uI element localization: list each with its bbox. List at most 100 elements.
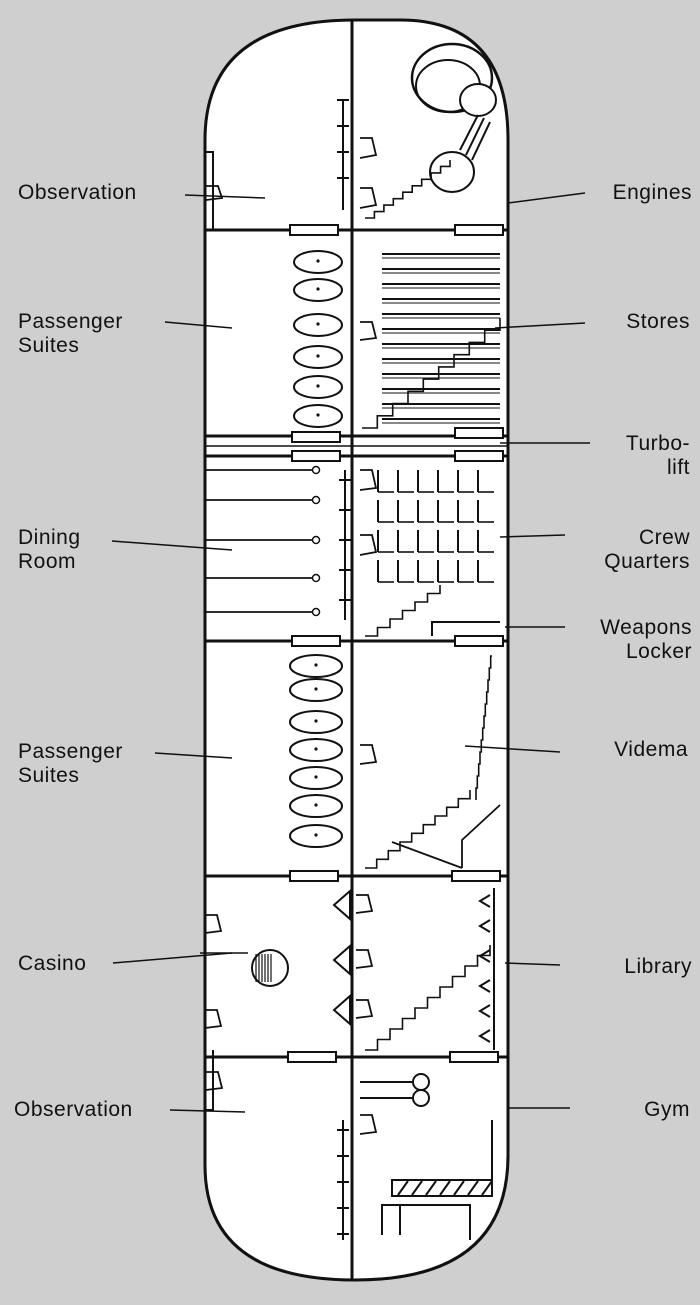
leader-line xyxy=(507,192,586,204)
hull-outline xyxy=(203,18,510,1282)
leader-line xyxy=(184,194,266,199)
berth-dot xyxy=(314,747,318,751)
obs-fixture xyxy=(205,1071,224,1091)
hatch xyxy=(454,635,504,647)
berth-dot xyxy=(314,833,318,837)
bench-hatch xyxy=(439,1180,451,1196)
fixture xyxy=(359,137,378,159)
bench-hatch xyxy=(453,1180,465,1196)
videma-stairs-side xyxy=(475,655,492,800)
dining-seat xyxy=(311,573,321,583)
hatch xyxy=(451,870,501,882)
hatch xyxy=(454,224,504,236)
label-observation-bottom: Observation xyxy=(14,1098,133,1121)
engine-pod-lower xyxy=(429,151,475,193)
label-passenger-suites-upper: Passenger Suites xyxy=(18,310,123,357)
fixture xyxy=(359,744,378,765)
label-library: Library xyxy=(624,955,692,978)
weapons-locker-wall xyxy=(431,621,500,636)
label-videma: Videma xyxy=(614,738,688,761)
label-gym: Gym xyxy=(644,1098,690,1121)
berth-dot xyxy=(314,663,318,667)
bench-hatch xyxy=(481,1180,493,1196)
berth-dot xyxy=(316,322,320,326)
casino-triangle xyxy=(332,888,351,922)
berth-dot xyxy=(314,803,318,807)
library-book xyxy=(478,979,491,993)
casino-fixture xyxy=(355,949,374,969)
leader-line xyxy=(494,322,586,329)
engine-stairs xyxy=(365,160,451,219)
hatch xyxy=(289,224,339,236)
berth-dot xyxy=(316,287,320,291)
casino-fixture xyxy=(355,894,374,914)
library-stairs xyxy=(365,945,491,1051)
casino-triangle xyxy=(332,993,351,1027)
hatch xyxy=(454,450,504,462)
leader-line xyxy=(111,540,233,551)
fixture xyxy=(359,321,378,341)
hatch xyxy=(454,427,504,439)
gym-bench xyxy=(391,1179,493,1197)
casino-fixture xyxy=(355,999,374,1019)
dining-seat xyxy=(311,535,321,545)
library-book xyxy=(478,949,491,963)
library-book xyxy=(478,894,491,908)
berth-dot xyxy=(314,719,318,723)
label-weapons-locker: Weapons Locker xyxy=(600,616,692,663)
leader-line xyxy=(169,1109,246,1113)
hatch xyxy=(291,635,341,647)
casino-triangle xyxy=(332,943,351,977)
bench-hatch xyxy=(467,1180,479,1196)
engine-pod-small xyxy=(459,83,497,117)
dining-seat xyxy=(311,495,321,505)
dining-seat xyxy=(311,607,321,617)
berth-dot xyxy=(314,687,318,691)
leader-line xyxy=(154,752,233,759)
berth-dot xyxy=(316,259,320,263)
berth-dot xyxy=(316,413,320,417)
hull-notch-bottom xyxy=(205,1050,214,1111)
label-passenger-suites-lower: Passenger Suites xyxy=(18,740,123,787)
videma-ramp xyxy=(391,841,463,869)
gym-frame xyxy=(381,1204,471,1240)
casino-fixture xyxy=(204,1009,223,1029)
engine-struts xyxy=(459,114,491,161)
gym-weight xyxy=(412,1089,430,1107)
label-crew-quarters: Crew Quarters xyxy=(604,526,690,573)
label-casino: Casino xyxy=(18,952,87,975)
berth-dot xyxy=(314,775,318,779)
library-book xyxy=(478,1004,491,1018)
obs-fixture xyxy=(205,185,224,201)
label-observation-top: Observation xyxy=(18,181,137,204)
videma-stairs xyxy=(365,790,471,869)
casino-table xyxy=(251,949,289,987)
label-turbolift: Turbo- lift xyxy=(625,432,690,479)
hatch xyxy=(449,1051,499,1063)
leader-line xyxy=(164,321,233,329)
leader-line xyxy=(499,534,566,538)
leader-line xyxy=(112,952,233,964)
berth-dot xyxy=(316,384,320,388)
hatch xyxy=(289,870,339,882)
label-dining-room: Dining Room xyxy=(18,526,81,573)
berth-dot xyxy=(316,354,320,358)
hull-notch-top xyxy=(205,151,214,230)
dining-seat xyxy=(311,465,321,475)
gym-weight xyxy=(412,1073,430,1091)
fixture xyxy=(359,1114,378,1135)
hatch xyxy=(291,431,341,443)
bench-hatch xyxy=(397,1180,409,1196)
hatch xyxy=(287,1051,337,1063)
library-book xyxy=(478,919,491,933)
fixture xyxy=(359,187,378,209)
videma-ramp-2 xyxy=(461,804,501,868)
library-book xyxy=(478,1029,491,1043)
stores-stairs xyxy=(362,318,501,429)
hatch xyxy=(291,450,341,462)
crew-stairs xyxy=(365,585,441,637)
bench-hatch xyxy=(411,1180,423,1196)
label-stores: Stores xyxy=(626,310,690,333)
